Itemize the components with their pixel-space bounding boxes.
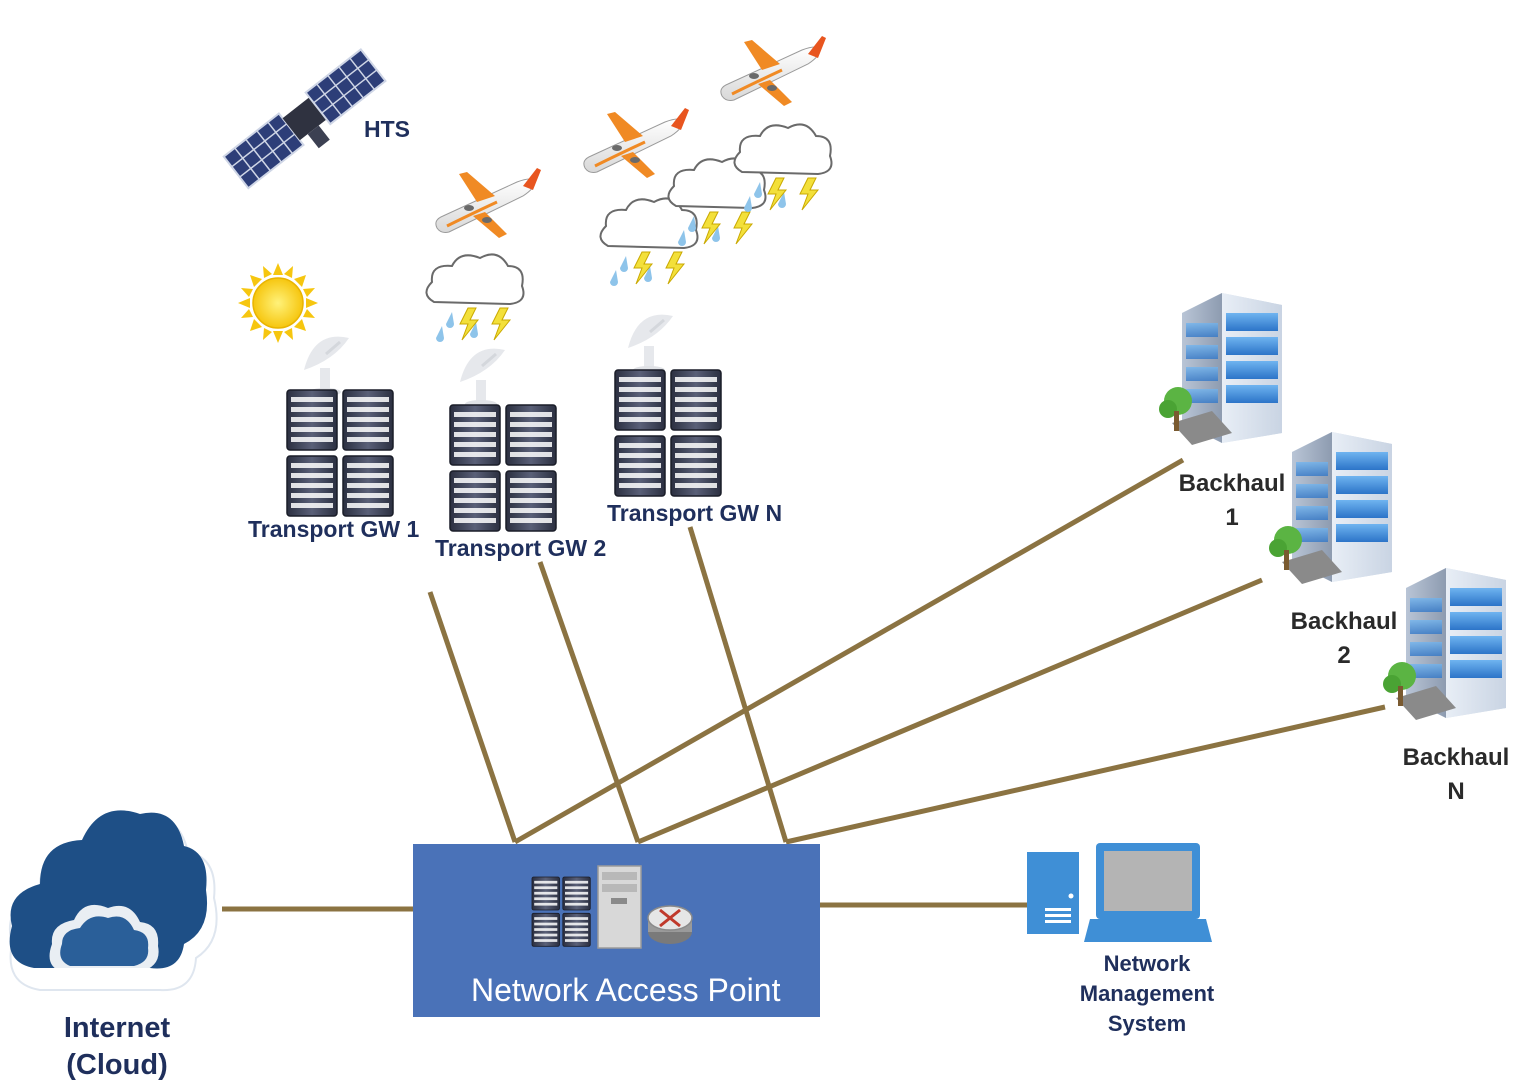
internet-label-line1: Internet	[63, 1012, 171, 1044]
server-rack-icon	[450, 405, 556, 531]
link-backhaul2-nap	[637, 577, 1263, 845]
links	[222, 457, 1386, 912]
backhaul-2-label: Backhaul 2	[1280, 605, 1408, 673]
server-rack-icon	[287, 390, 393, 516]
backhaul-n-label: Backhaul N	[1392, 741, 1520, 809]
airplane-icon	[434, 166, 543, 240]
link-gw1-nap	[427, 591, 518, 843]
backhaul-1-label-line1: Backhaul	[1178, 470, 1286, 497]
link-backhaulN-nap	[785, 704, 1386, 845]
transport-gw-2-label: Transport GW 2	[435, 535, 607, 561]
backhaul-1-label: Backhaul 1	[1168, 467, 1296, 535]
airplane-icon	[582, 106, 691, 180]
nms-label-line1: Network	[1103, 951, 1191, 976]
backhaul-n-label-line1: Backhaul	[1402, 744, 1510, 771]
internet-cloud-icon	[8, 810, 218, 992]
storm-cloud-icon	[733, 123, 833, 213]
satellite-dish-icon	[458, 347, 507, 410]
internet-label-line2: (Cloud)	[66, 1049, 168, 1081]
network-access-point-label: Network Access Point	[471, 972, 781, 1008]
transport-gw-1-label: Transport GW 1	[248, 516, 420, 542]
satellite-dish-icon	[626, 313, 675, 376]
nms-label-line3: System	[1107, 1011, 1187, 1036]
network-management-system-label: Network Management System	[1057, 949, 1237, 1039]
satellite-icon	[222, 48, 387, 190]
link-backhaul1-nap	[513, 457, 1185, 845]
backhaul-2-label-line1: Backhaul	[1290, 608, 1398, 635]
link-gwn-nap	[687, 526, 789, 843]
server-rack-icon	[615, 370, 721, 496]
sun-icon	[238, 263, 318, 343]
hts-label: HTS	[364, 116, 410, 142]
satellite-dish-icon	[302, 335, 351, 398]
desktop-computer-icon	[1027, 843, 1212, 942]
link-gw2-nap	[537, 561, 641, 843]
router-icon	[647, 905, 693, 944]
storm-cloud-icon	[425, 253, 525, 343]
internet-cloud-label: Internet (Cloud)	[42, 1010, 192, 1084]
backhaul-1-label-line2: 1	[1225, 504, 1239, 531]
backhaul-n-label-line2: N	[1447, 778, 1465, 805]
nap-tower-server-icon	[597, 865, 642, 949]
airplane-icon	[719, 34, 828, 108]
backhaul-2-label-line2: 2	[1337, 642, 1351, 669]
office-building-icon	[1159, 293, 1282, 445]
transport-gw-n-label: Transport GW N	[607, 500, 783, 526]
nms-label-line2: Management	[1079, 981, 1215, 1006]
